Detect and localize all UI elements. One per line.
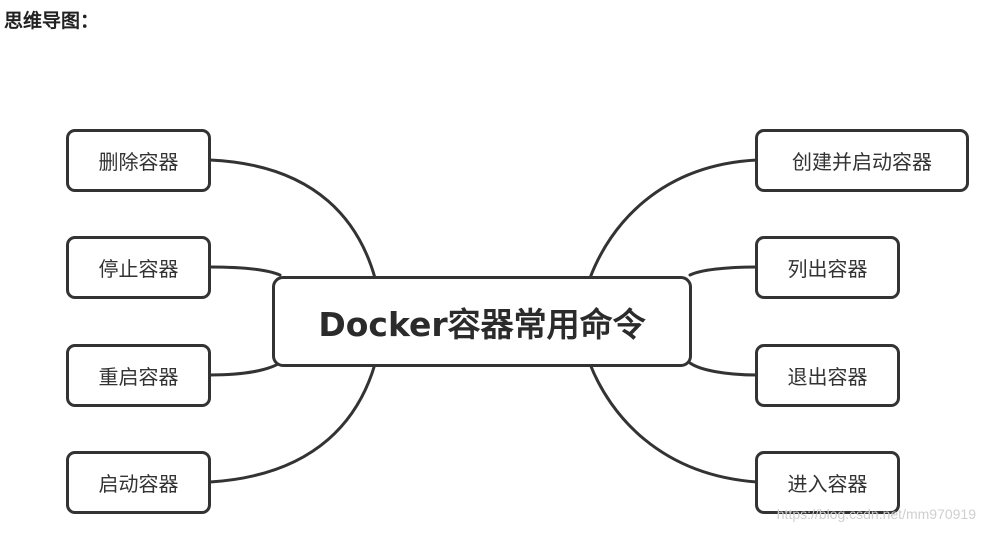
connector-left-3 <box>208 361 282 377</box>
node-label: 启动容器 <box>98 472 179 496</box>
node-create-start-container: 创建并启动容器 <box>755 129 969 192</box>
center-label: Docker容器常用命令 <box>318 304 646 344</box>
node-label: 停止容器 <box>98 257 179 281</box>
connector-left-1 <box>208 158 377 280</box>
connector-right-3 <box>688 361 759 377</box>
node-exit-container: 退出容器 <box>755 344 900 407</box>
connector-right-1 <box>588 158 759 280</box>
watermark: https://blog.csdn.net/mm970919 <box>776 506 976 522</box>
connector-left-4 <box>208 362 377 484</box>
node-label: 重启容器 <box>98 365 179 389</box>
node-start-container: 启动容器 <box>66 451 211 514</box>
node-enter-container: 进入容器 <box>755 451 900 514</box>
node-label: 退出容器 <box>787 365 868 389</box>
node-stop-container: 停止容器 <box>66 236 211 299</box>
connector-right-2 <box>688 265 759 277</box>
node-list-containers: 列出容器 <box>755 236 900 299</box>
node-label: 进入容器 <box>787 472 868 496</box>
center-node: Docker容器常用命令 <box>272 276 692 367</box>
connector-left-2 <box>208 265 282 277</box>
node-delete-container: 删除容器 <box>66 129 211 192</box>
node-label: 创建并启动容器 <box>792 150 932 174</box>
node-restart-container: 重启容器 <box>66 344 211 407</box>
connector-right-4 <box>588 362 759 484</box>
node-label: 列出容器 <box>787 257 868 281</box>
node-label: 删除容器 <box>98 150 179 174</box>
page-heading: 思维导图： <box>4 10 100 32</box>
